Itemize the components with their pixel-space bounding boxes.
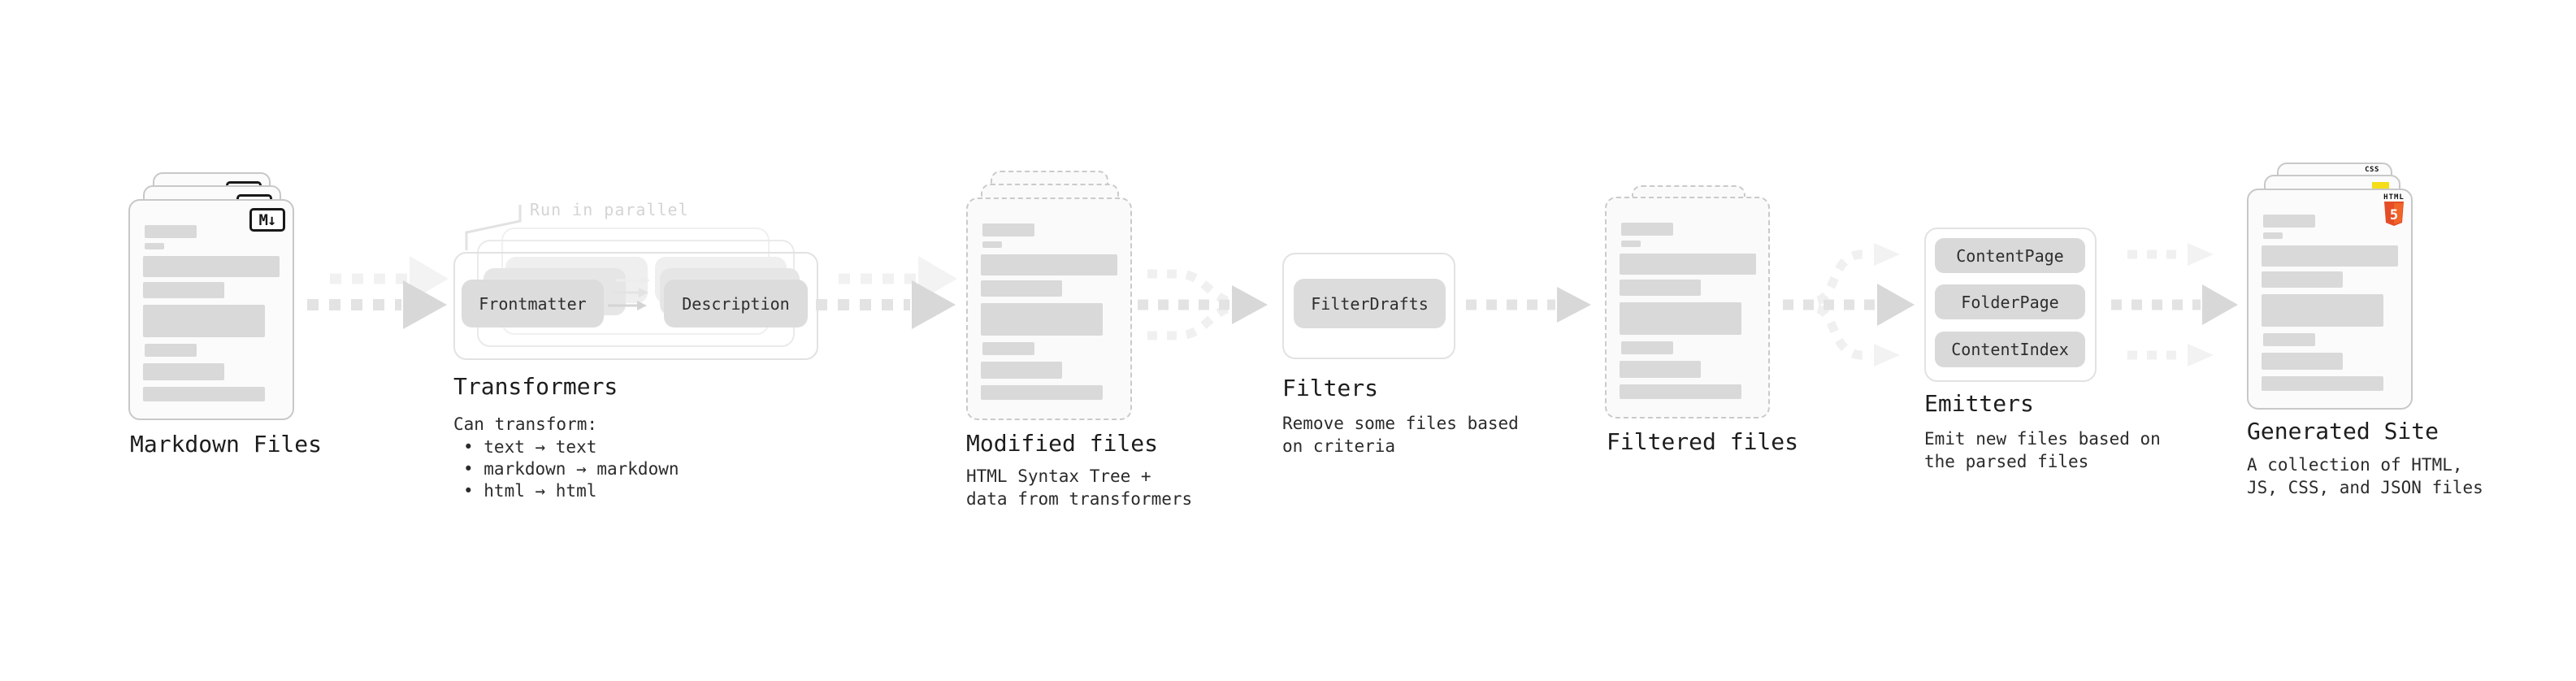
bullet-item: • html → html [463,481,597,501]
markdown-files-title: Markdown Files [130,431,323,458]
content-bar [1621,223,1673,236]
subtitle-line: data from transformers [966,489,1193,509]
modified-file-sheet [966,197,1132,420]
content-bar [1620,254,1756,275]
content-bar [2262,245,2398,267]
content-bar [1620,361,1701,378]
emitters-title: Emitters [1924,390,2034,417]
svg-text:5: 5 [2390,207,2398,223]
modified-files-title: Modified files [966,430,1159,457]
description-chip: Description [664,280,808,327]
content-bar [982,223,1034,236]
content-bar [2263,333,2315,346]
emitters-box [1924,228,2097,382]
markdown-icon: M↓ [249,208,285,232]
content-bar [982,241,1002,248]
js-icon [2372,182,2389,190]
subtitle-line: Remove some files based [1282,414,1519,433]
subtitle-line: on criteria [1282,436,1396,456]
content-bar [981,362,1062,379]
html-file-sheet: HTML 5 [2247,189,2413,410]
content-bar [981,280,1062,297]
content-bar [2262,271,2343,288]
subtitle-line: the parsed files [1924,452,2089,471]
transformers-title: Transformers [453,373,618,400]
content-bar [1621,241,1641,247]
arrow-emitters-to-generated [2111,243,2238,367]
generated-site-title: Generated Site [2247,418,2439,445]
run-in-parallel-annotation: Run in parallel [530,200,689,219]
content-bar [981,303,1103,336]
contentpage-chip: ContentPage [1935,238,2085,273]
filtered-files-title: Filtered files [1607,428,1799,455]
content-bar [1621,341,1673,354]
content-bar [981,385,1103,400]
subtitle-line: HTML Syntax Tree + [966,466,1151,486]
content-bar [2262,353,2343,370]
filterdrafts-chip: FilterDrafts [1294,279,1446,328]
html5-icon: HTML 5 [2383,193,2405,226]
subtitle-line: A collection of HTML, [2247,455,2463,475]
bullet-item: • text → text [463,437,597,457]
generated-site-subtitle: A collection of HTML, JS, CSS, and JSON … [2247,453,2483,499]
transformers-bullet-list: • text → text • markdown → markdown • ht… [463,436,679,501]
parallel-step-arrows [608,275,650,310]
content-bar [143,305,265,337]
content-bar [145,344,197,357]
filters-box [1282,253,1455,359]
subtitle-line: Emit new files based on [1924,429,2161,449]
css-icon-label: CSS [2365,166,2379,174]
modified-files-subtitle: HTML Syntax Tree + data from transformer… [966,465,1192,510]
subtitle-line: JS, CSS, and JSON files [2247,478,2483,497]
content-bar [982,342,1034,355]
filters-title: Filters [1282,375,1379,401]
content-bar [981,254,1117,275]
content-bar [1620,280,1701,296]
content-bar [2263,215,2315,228]
bullet-item: • markdown → markdown [463,459,679,479]
content-bar [2262,294,2383,327]
content-bar [2262,376,2383,391]
content-bar [2263,232,2283,239]
annotation-leader-line [465,205,522,250]
content-bar [143,387,265,401]
content-bar [143,282,224,298]
arrow-modified-to-filters-merge [1138,269,1268,340]
folderpage-chip: FolderPage [1935,284,2085,319]
markdown-file-sheet: M↓ [128,199,294,420]
content-bar [143,363,224,380]
content-bar [145,243,164,249]
transformers-description: Can transform: [453,414,598,434]
html5-icon-label: HTML [2383,193,2405,202]
contentindex-chip: ContentIndex [1935,332,2085,367]
arrow-transformers-to-modified [816,256,957,329]
filtered-file-sheet [1605,197,1770,419]
arrow-filters-to-filtered [1466,287,1591,323]
html5-shield: 5 [2384,202,2404,226]
frontmatter-chip: Frontmatter [462,280,604,327]
filters-subtitle: Remove some files based on criteria [1282,412,1519,458]
content-bar [143,256,280,277]
emitters-subtitle: Emit new files based on the parsed files [1924,427,2161,473]
content-bar [1620,384,1741,399]
content-bar [1620,302,1741,335]
content-bar [145,225,197,238]
arrow-filtered-to-emitters-fanout [1783,243,1915,367]
arrow-markdown-to-transformers [307,256,449,329]
